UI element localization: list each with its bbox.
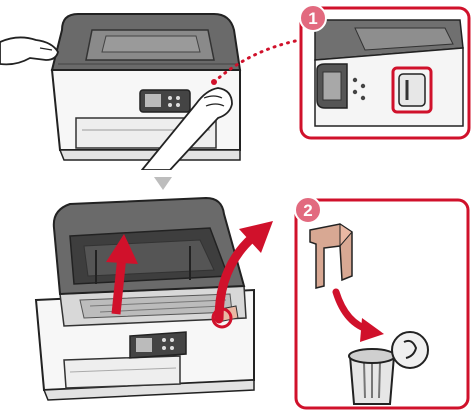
step-1-badge: 1 [298, 3, 328, 33]
down-triangle-icon [148, 174, 178, 194]
discard-arrow [330, 288, 390, 348]
trash-bin-icon [342, 328, 442, 408]
curved-up-arrow-icon [205, 215, 285, 325]
printer-closed-illustration [0, 0, 300, 170]
step-1-detail-callout [295, 0, 474, 145]
printer-open-illustration [0, 190, 290, 415]
step-2-badge: 2 [293, 195, 323, 225]
step-1-number: 1 [308, 9, 317, 28]
step-2-number: 2 [303, 201, 312, 220]
